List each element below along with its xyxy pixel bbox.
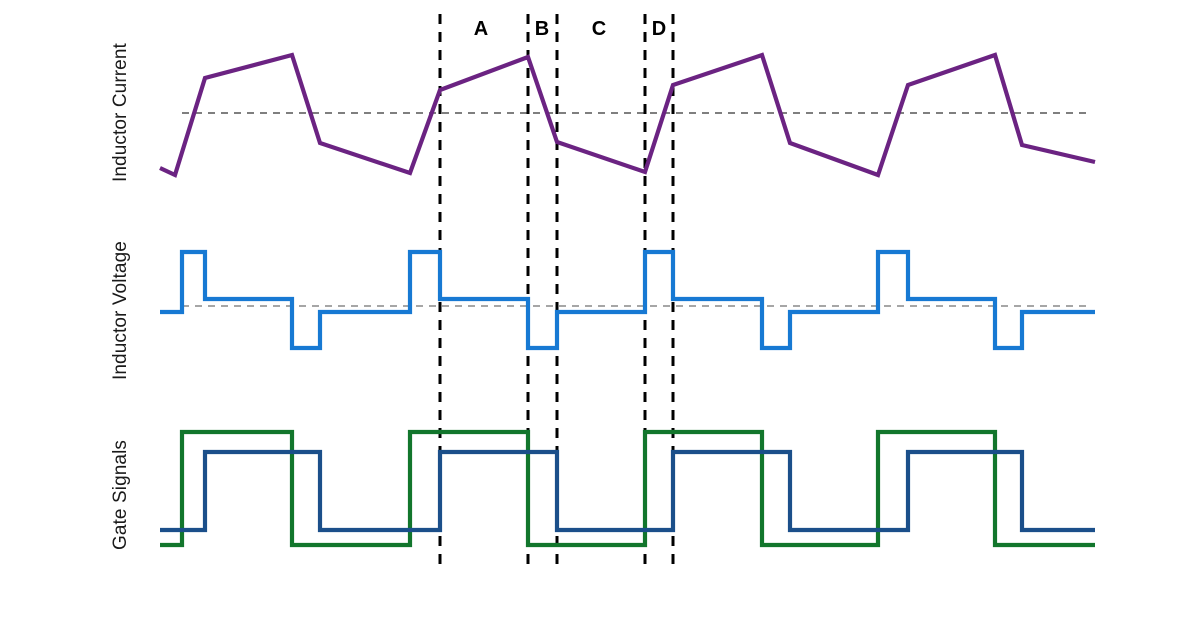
zero-reference-lines — [182, 112, 1090, 307]
trace-inductor-voltage — [160, 249, 1095, 351]
trace-gate-high-side — [160, 429, 1095, 548]
waveform-traces — [159, 52, 1096, 548]
trace-inductor-current — [159, 52, 1096, 178]
phase-label-c: C — [591, 18, 607, 40]
trace-gate-low-side — [160, 449, 1095, 533]
phase-label-d: D — [651, 18, 667, 40]
phase-label-b: B — [534, 18, 550, 40]
phase-label-a: A — [473, 18, 489, 40]
